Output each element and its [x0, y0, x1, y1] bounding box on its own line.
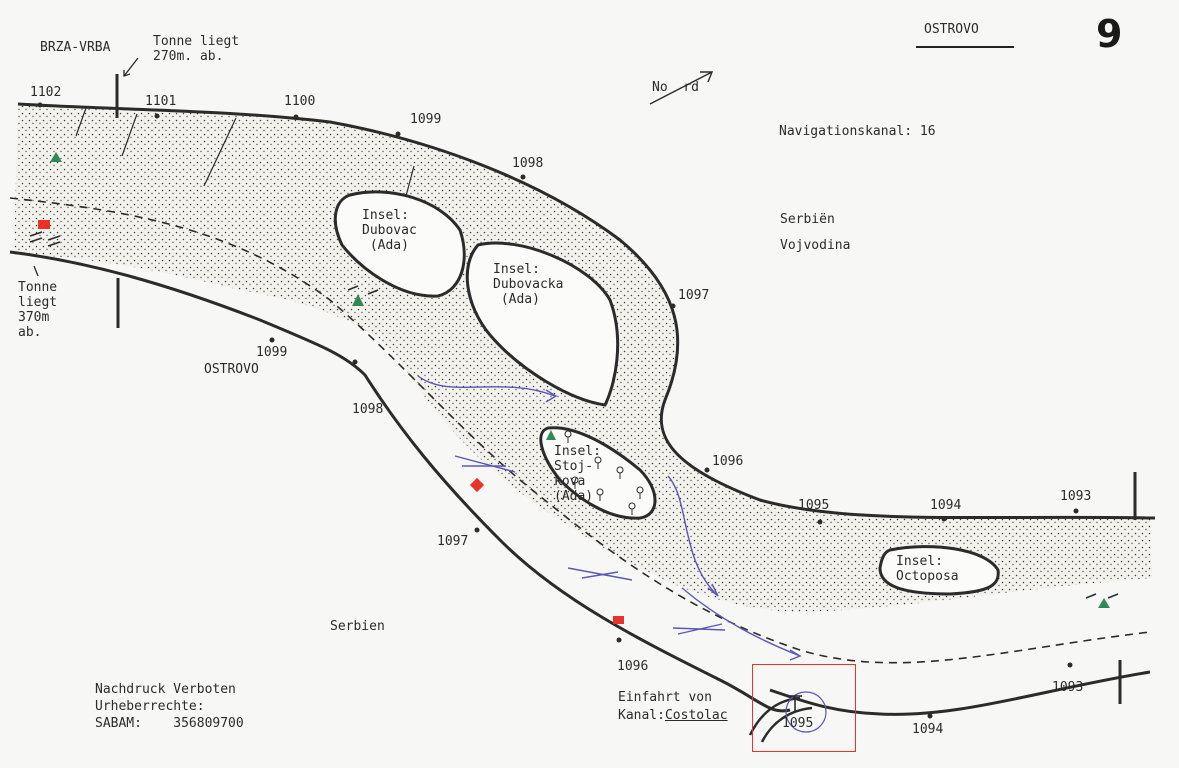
fairway-line: [9, 197, 1151, 664]
north-arrow-icon: [649, 71, 714, 105]
copyright-line-1: Nachdruck Verboten: [95, 682, 236, 697]
km-ticks-lower: [269, 337, 1073, 719]
island-dubovacka: [465, 241, 620, 407]
sheet-number: 9: [1096, 12, 1123, 56]
island-label-stojkova: Insel: Stoj- kova (Ada): [554, 444, 601, 504]
km-label: 1102: [30, 85, 62, 100]
lower-shoreline: [9, 250, 791, 713]
km-label: 1093: [1052, 680, 1084, 695]
km-label: 1096: [712, 454, 744, 469]
km-ticks-upper: [37, 102, 1079, 525]
green-buoy-icon: [50, 152, 1110, 608]
island-stojkova: [539, 426, 657, 520]
km-label: 1096: [617, 659, 649, 674]
nav-channel: Navigationskanal: 16: [779, 124, 936, 139]
region-vojvodina: Vojvodina: [780, 238, 851, 253]
title-underline: [916, 46, 1014, 48]
km-label: 1097: [678, 288, 710, 303]
anchor-icon: [788, 695, 802, 712]
buoy-note-top: Tonne liegt 270m. ab.: [153, 34, 240, 64]
km-label: 1099: [410, 112, 442, 127]
canal-entrance-line-2: Kanal:Costolac: [618, 708, 728, 723]
lower-shoreline-east: [769, 670, 1151, 716]
canal-entrance-line-1: Einfahrt von: [618, 690, 712, 705]
island-label-dubovac: Insel: Dubovac (Ada): [362, 208, 417, 253]
copyright-line-2: Urheberrechte:: [95, 699, 205, 714]
km-label: 1098: [512, 156, 544, 171]
island-label-octoposa: Insel: Octoposa: [896, 554, 959, 584]
region-serbien-bottom: Serbien: [330, 619, 385, 634]
km-label: 1094: [912, 722, 944, 737]
km-label: 1095: [798, 498, 830, 513]
km-label: 1097: [437, 534, 469, 549]
km-label: 1095: [782, 716, 814, 731]
km-label: 1098: [352, 402, 384, 417]
km-label: 1100: [284, 94, 316, 109]
canal-name: Costolac: [664, 708, 728, 723]
canal-prefix: Kanal:: [618, 708, 665, 723]
buoy-note-left: Tonne liegt 370m ab.: [18, 280, 58, 340]
copyright-line-3: SABAM: 356809700: [95, 716, 244, 731]
region-serbien-right: Serbiën: [780, 212, 835, 227]
north-label: No rd: [652, 80, 699, 95]
km-label: 1099: [256, 345, 288, 360]
km-label: 1094: [930, 498, 962, 513]
current-arrows: [417, 375, 827, 733]
island-label-dubovacka: Insel: Dubovacka (Ada): [493, 262, 564, 307]
km-label: 1093: [1060, 489, 1092, 504]
island-dubovac: [333, 190, 466, 298]
island-octoposa: [878, 545, 1000, 596]
place-brza-vrba: BRZA-VRBA: [40, 40, 111, 55]
town-ostrovo: OSTROVO: [204, 362, 259, 377]
border-ticks: [115, 74, 1137, 704]
buoy-hatch-icon: [29, 231, 1119, 599]
tree-icon: [564, 430, 644, 515]
sheet-title: OSTROVO: [924, 22, 979, 37]
bank-hatches: [75, 107, 415, 197]
red-buoy-icon: [38, 220, 624, 624]
highlight-box: [752, 664, 856, 752]
buoy-pointer-arrows: [33, 57, 139, 277]
km-label: 1101: [145, 94, 177, 109]
